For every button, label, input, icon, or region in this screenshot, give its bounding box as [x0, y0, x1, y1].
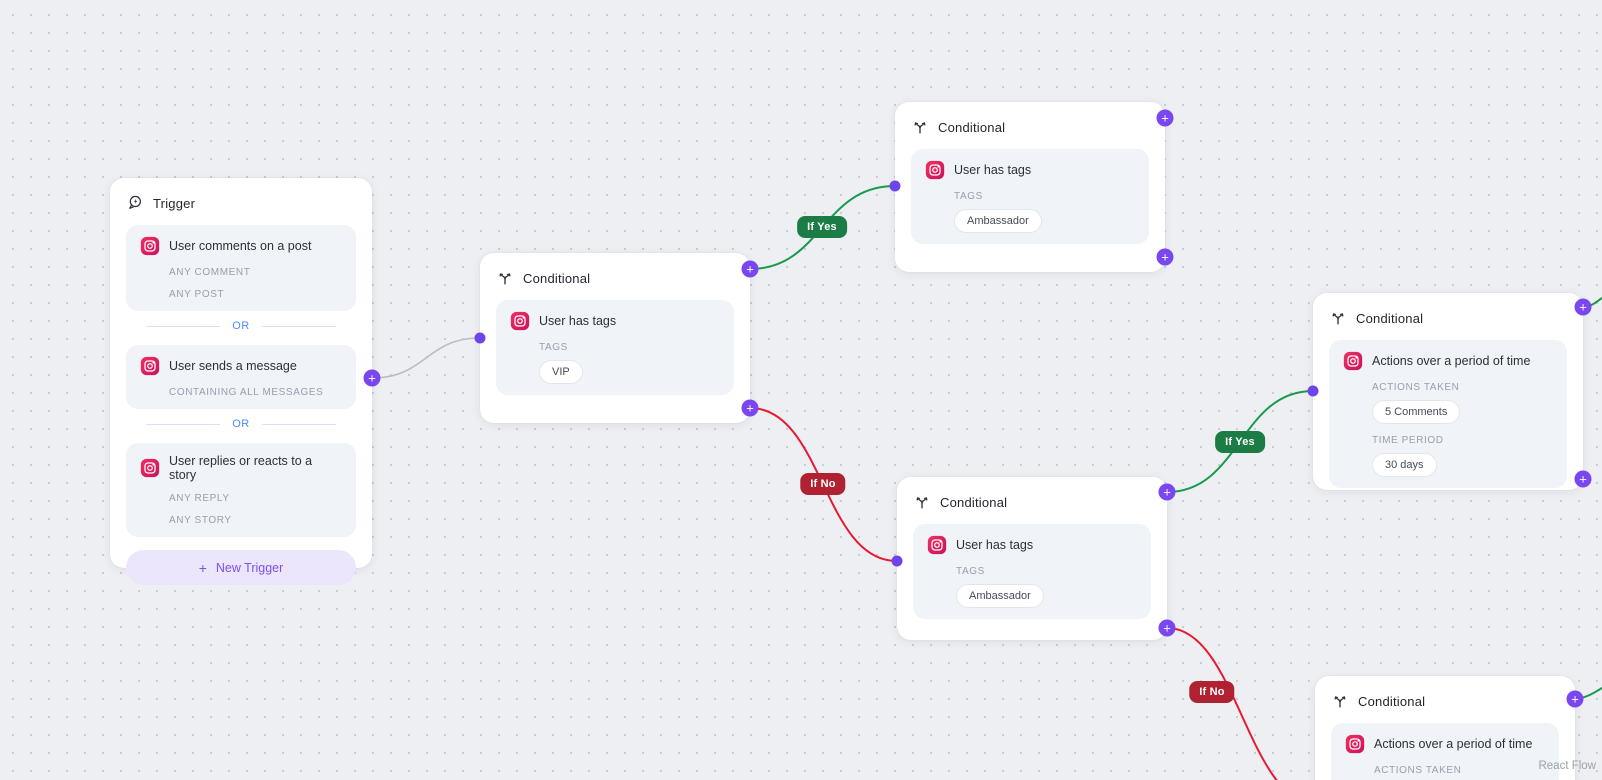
instagram-icon	[1343, 351, 1363, 371]
add-node-handle[interactable]: +	[1574, 298, 1592, 316]
trigger-item-comments[interactable]: User comments on a post ANY COMMENT ANY …	[126, 225, 356, 311]
or-divider: OR	[146, 320, 336, 332]
add-node-handle[interactable]: +	[741, 260, 759, 278]
edge-trigger-to-conditional[interactable]	[371, 337, 481, 379]
instagram-icon	[140, 458, 160, 478]
input-handle[interactable]	[474, 332, 486, 344]
new-trigger-button[interactable]: + New Trigger	[126, 550, 356, 585]
conditional-node-header: Conditional	[911, 118, 1149, 136]
or-divider: OR	[146, 418, 336, 430]
trigger-item-title: User comments on a post	[169, 239, 312, 253]
condition-title: Actions over a period of time	[1374, 737, 1533, 751]
condition-title: User has tags	[954, 163, 1032, 177]
conditional-node-ambassador-mid[interactable]: Conditional User has tags TAGS Ambassado…	[897, 477, 1167, 640]
plus-icon: +	[746, 261, 754, 276]
condition-field-label: ACTIONS TAKEN	[1372, 382, 1460, 393]
tag-chip: Ambassador	[954, 209, 1042, 233]
conditional-node-header: Conditional	[913, 493, 1151, 511]
trigger-item-field: CONTAINING ALL MESSAGES	[169, 387, 324, 398]
input-handle[interactable]	[891, 555, 903, 567]
edge-label-if-yes: If Yes	[1215, 431, 1265, 453]
instagram-icon	[140, 236, 160, 256]
plus-icon: +	[746, 400, 754, 415]
branch-icon	[913, 493, 931, 511]
value-chip: 5 Comments	[1372, 400, 1461, 424]
condition-field-label: TAGS	[539, 342, 568, 353]
condition-card[interactable]: Actions over a period of time ACTIONS TA…	[1329, 340, 1567, 488]
plus-icon: +	[1161, 249, 1169, 264]
trigger-item-field: ANY COMMENT	[169, 267, 251, 278]
trigger-bolt-icon	[126, 194, 144, 212]
conditional-node-header: Conditional	[496, 269, 734, 287]
add-node-handle[interactable]: +	[1158, 619, 1176, 637]
plus-icon: +	[1579, 471, 1587, 486]
conditional-node-header: Conditional	[1331, 692, 1559, 710]
plus-icon: +	[1571, 691, 1579, 706]
input-handle[interactable]	[889, 180, 901, 192]
conditional-node-title: Conditional	[1356, 310, 1424, 326]
branch-icon	[496, 269, 514, 287]
conditional-node-actions-right[interactable]: Conditional Actions over a period of tim…	[1313, 293, 1583, 490]
instagram-icon	[510, 311, 530, 331]
instagram-icon	[925, 160, 945, 180]
value-chip: 30 days	[1372, 453, 1437, 477]
trigger-node-title: Trigger	[153, 195, 196, 211]
trigger-node-header: Trigger	[126, 194, 356, 212]
trigger-item-field: ANY POST	[169, 289, 225, 300]
condition-card[interactable]: User has tags TAGS Ambassador	[913, 524, 1151, 619]
condition-title: Actions over a period of time	[1372, 354, 1531, 368]
input-handle[interactable]	[1307, 385, 1319, 397]
condition-card[interactable]: User has tags TAGS Ambassador	[911, 149, 1149, 244]
edge-label-if-no: If No	[800, 473, 846, 495]
conditional-node-vip[interactable]: Conditional User has tags TAGS VIP	[480, 253, 750, 423]
conditional-node-title: Conditional	[523, 270, 591, 286]
trigger-item-title: User replies or reacts to a story	[169, 454, 313, 482]
add-node-handle[interactable]: +	[1574, 470, 1592, 488]
conditional-node-header: Conditional	[1329, 309, 1567, 327]
plus-icon: +	[1163, 484, 1171, 499]
trigger-item-title: User sends a message	[169, 359, 297, 373]
condition-card[interactable]: Actions over a period of time ACTIONS TA…	[1331, 723, 1559, 780]
plus-icon: +	[198, 559, 207, 576]
branch-icon	[1331, 692, 1349, 710]
plus-icon: +	[1163, 620, 1171, 635]
edge-label-if-yes: If Yes	[797, 216, 847, 238]
conditional-node-title: Conditional	[1358, 693, 1426, 709]
tag-chip: Ambassador	[956, 584, 1044, 608]
condition-field-label: ACTIONS TAKEN	[1374, 765, 1462, 776]
condition-field-label: TAGS	[956, 566, 985, 577]
instagram-icon	[927, 535, 947, 555]
branch-icon	[1329, 309, 1347, 327]
condition-title: User has tags	[539, 314, 617, 328]
add-node-handle[interactable]: +	[1156, 248, 1174, 266]
condition-field-label: TIME PERIOD	[1372, 435, 1444, 446]
instagram-icon	[1345, 734, 1365, 754]
conditional-node-ambassador-top[interactable]: Conditional User has tags TAGS Ambassado…	[895, 102, 1165, 272]
react-flow-attribution[interactable]: React Flow	[1538, 760, 1596, 772]
tag-chip: VIP	[539, 360, 583, 384]
add-node-handle[interactable]: +	[363, 369, 381, 387]
condition-field-label: TAGS	[954, 191, 983, 202]
trigger-item-story[interactable]: User replies or reacts to a story ANY RE…	[126, 443, 356, 537]
condition-title: User has tags	[956, 538, 1034, 552]
trigger-node[interactable]: Trigger User comments on a post ANY COMM…	[110, 178, 372, 585]
plus-icon: +	[1579, 299, 1587, 314]
trigger-item-field: ANY STORY	[169, 515, 232, 526]
trigger-item-field: ANY REPLY	[169, 493, 230, 504]
edge-if-no-2[interactable]	[1166, 627, 1317, 780]
add-node-handle[interactable]: +	[1158, 483, 1176, 501]
add-node-handle[interactable]: +	[1566, 690, 1584, 708]
conditional-node-actions-bottom[interactable]: Conditional Actions over a period of tim…	[1315, 676, 1575, 780]
add-node-handle[interactable]: +	[1156, 109, 1174, 127]
plus-icon: +	[1161, 110, 1169, 125]
trigger-item-message[interactable]: User sends a message CONTAINING ALL MESS…	[126, 345, 356, 409]
conditional-node-title: Conditional	[940, 494, 1008, 510]
add-node-handle[interactable]: +	[741, 399, 759, 417]
condition-card[interactable]: User has tags TAGS VIP	[496, 300, 734, 395]
plus-icon: +	[368, 370, 376, 385]
branch-icon	[911, 118, 929, 136]
instagram-icon	[140, 356, 160, 376]
conditional-node-title: Conditional	[938, 119, 1006, 135]
edge-label-if-no: If No	[1189, 681, 1235, 703]
